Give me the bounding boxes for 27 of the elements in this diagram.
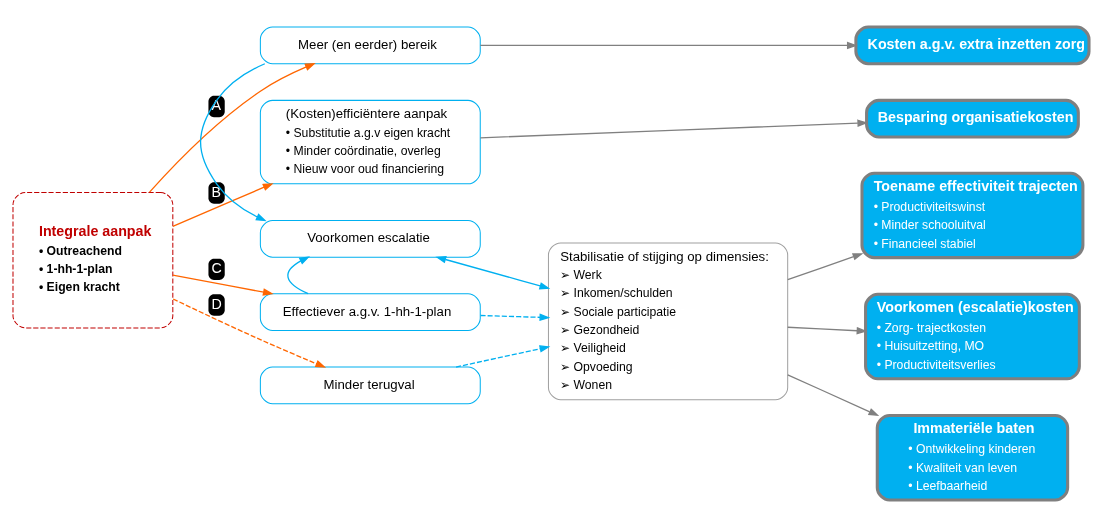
node-box: (Kosten)efficiëntere aanpak • Substitutie a.g.v eigen kracht • Minder coördinatie, overleg • Nieuw voor oud financiering — [259, 99, 481, 185]
node-box: Besparing organisatiekosten — [865, 98, 1080, 139]
arrow — [455, 345, 551, 368]
arrow — [148, 63, 316, 193]
arrow — [787, 374, 880, 417]
arrow — [172, 298, 327, 368]
arrow — [787, 253, 864, 281]
arrow — [479, 41, 858, 50]
node-box: Toename effectiviteit trajecten • Productiviteitswinst • Minder schooluitval • Financieel stabiel — [860, 171, 1085, 260]
node-box: Effectiever a.g.v. 1-hh-1-plan — [259, 293, 481, 331]
node-box: Voorkomen escalatie — [259, 220, 481, 258]
node-box: Stabilisatie of stijging op dimensies: ➢ Werk ➢ Inkomen/schulden ➢ Sociale participatie ➢ Gezondheid ➢ Veiligheid ➢ Opvoeding ➢ Wonen — [547, 242, 789, 401]
edge-label: D — [211, 295, 222, 312]
node-box: Meer (en eerder) bereik — [259, 26, 481, 65]
node-box: Kosten a.g.v. extra inzetten zorg — [854, 25, 1091, 66]
node-box: Voorkomen (escalatie)kosten • Zorg- trajectkosten • Huisuitzetting, MO • Productiviteitsverlies — [864, 292, 1081, 381]
node-box: Immateriële baten • Ontwikkeling kinderen • Kwaliteit van leven • Leefbaarheid — [875, 413, 1070, 502]
arrow — [787, 326, 868, 335]
arrow — [199, 63, 267, 222]
edge-label: C — [211, 260, 222, 277]
arrow — [479, 313, 551, 322]
node-box: Minder terugval — [259, 366, 481, 405]
arrow — [435, 255, 551, 290]
arrow — [172, 274, 274, 296]
edge-label: B — [211, 183, 222, 200]
arrow — [287, 256, 311, 295]
node-box: Integrale aanpak • Outreachend • 1-hh-1-plan • Eigen kracht — [12, 192, 174, 329]
